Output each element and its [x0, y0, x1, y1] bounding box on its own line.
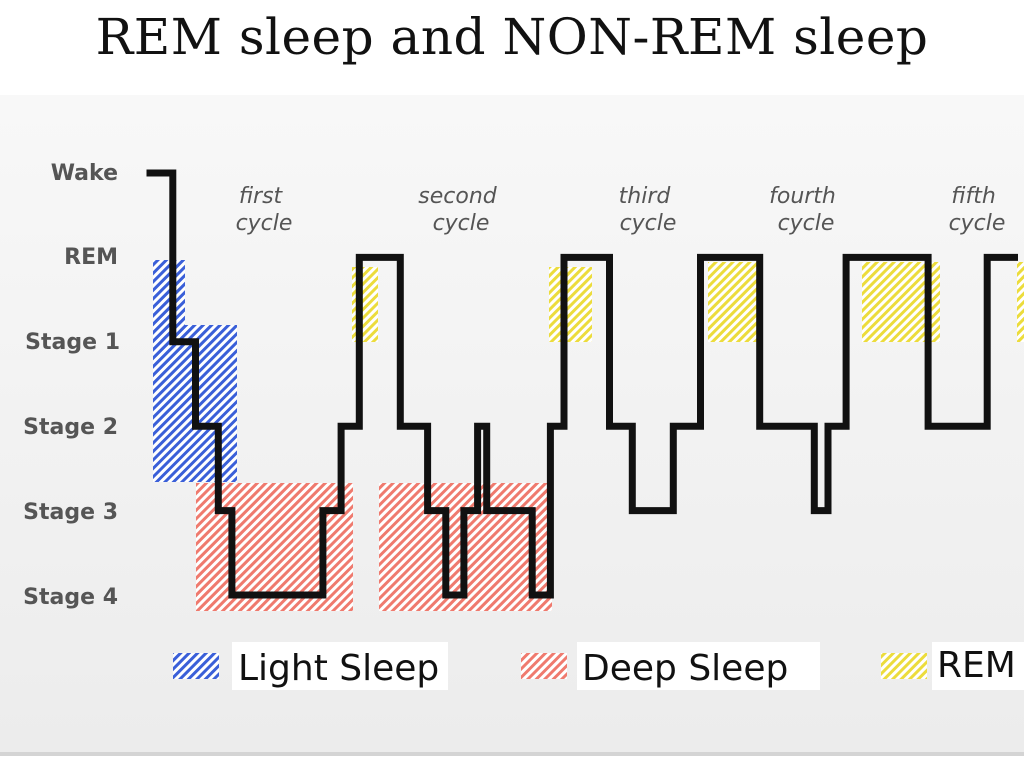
deep-sleep-region	[196, 483, 353, 611]
cycle-label: first cycle	[236, 184, 293, 236]
cycle-label-line: cycle	[778, 211, 835, 236]
cycle-label-line: cycle	[433, 211, 490, 236]
rem-region	[549, 267, 592, 342]
cycle-label-line: fifth	[951, 184, 996, 209]
legend-swatch-light-sleep	[173, 653, 219, 679]
y-tick-label: Stage 4	[23, 585, 118, 610]
cycle-label-line: fourth	[769, 184, 836, 209]
y-tick-label: Stage 2	[23, 415, 118, 440]
phase-regions	[153, 260, 1024, 611]
rem-region	[708, 262, 763, 342]
y-tick-label: Stage 3	[23, 500, 118, 525]
legend-label-bg	[932, 642, 1024, 690]
legend: Light Sleep Deep Sleep REM	[173, 642, 1024, 690]
light-sleep-region	[153, 260, 185, 482]
cycle-label-line: cycle	[236, 211, 293, 236]
rem-region	[1017, 262, 1024, 342]
legend-swatch-rem	[881, 653, 927, 679]
y-tick-label: Stage 1	[25, 330, 120, 355]
cycle-label: fifth cycle	[949, 184, 1006, 236]
legend-label-bg	[232, 642, 448, 690]
hypnogram-line	[146, 169, 1018, 599]
legend-label: Light Sleep	[238, 648, 439, 689]
cycle-label-line: second	[418, 184, 497, 209]
cycle-label-line: third	[619, 184, 672, 209]
y-tick-label: REM	[64, 245, 118, 270]
cycle-label-line: first	[239, 184, 284, 209]
legend-swatch-deep-sleep	[521, 653, 567, 679]
cycle-label-line: cycle	[949, 211, 1006, 236]
legend-label: REM	[937, 645, 1016, 686]
cycle-label-line: cycle	[620, 211, 677, 236]
page-title: REM sleep and NON-REM sleep	[95, 8, 929, 66]
panel-divider	[0, 752, 1024, 756]
cycle-label: second cycle	[418, 184, 503, 236]
cycle-label: fourth cycle	[769, 184, 843, 236]
y-tick-label: Wake	[51, 161, 118, 186]
legend-label: Deep Sleep	[582, 648, 788, 689]
legend-label-bg	[577, 642, 820, 690]
cycle-label: third cycle	[619, 184, 678, 236]
